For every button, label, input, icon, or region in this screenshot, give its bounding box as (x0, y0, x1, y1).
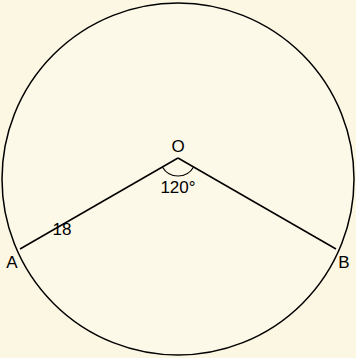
radius-length: 18 (52, 221, 73, 238)
angle-arc (162, 167, 193, 176)
angle-measure: 120° (159, 179, 196, 196)
center-label: O (170, 138, 185, 155)
point-label: A (5, 254, 18, 271)
radius-ob (178, 158, 336, 249)
circle-outline (2, 3, 354, 355)
point-label: B (337, 254, 350, 271)
radius-oa (20, 158, 178, 249)
